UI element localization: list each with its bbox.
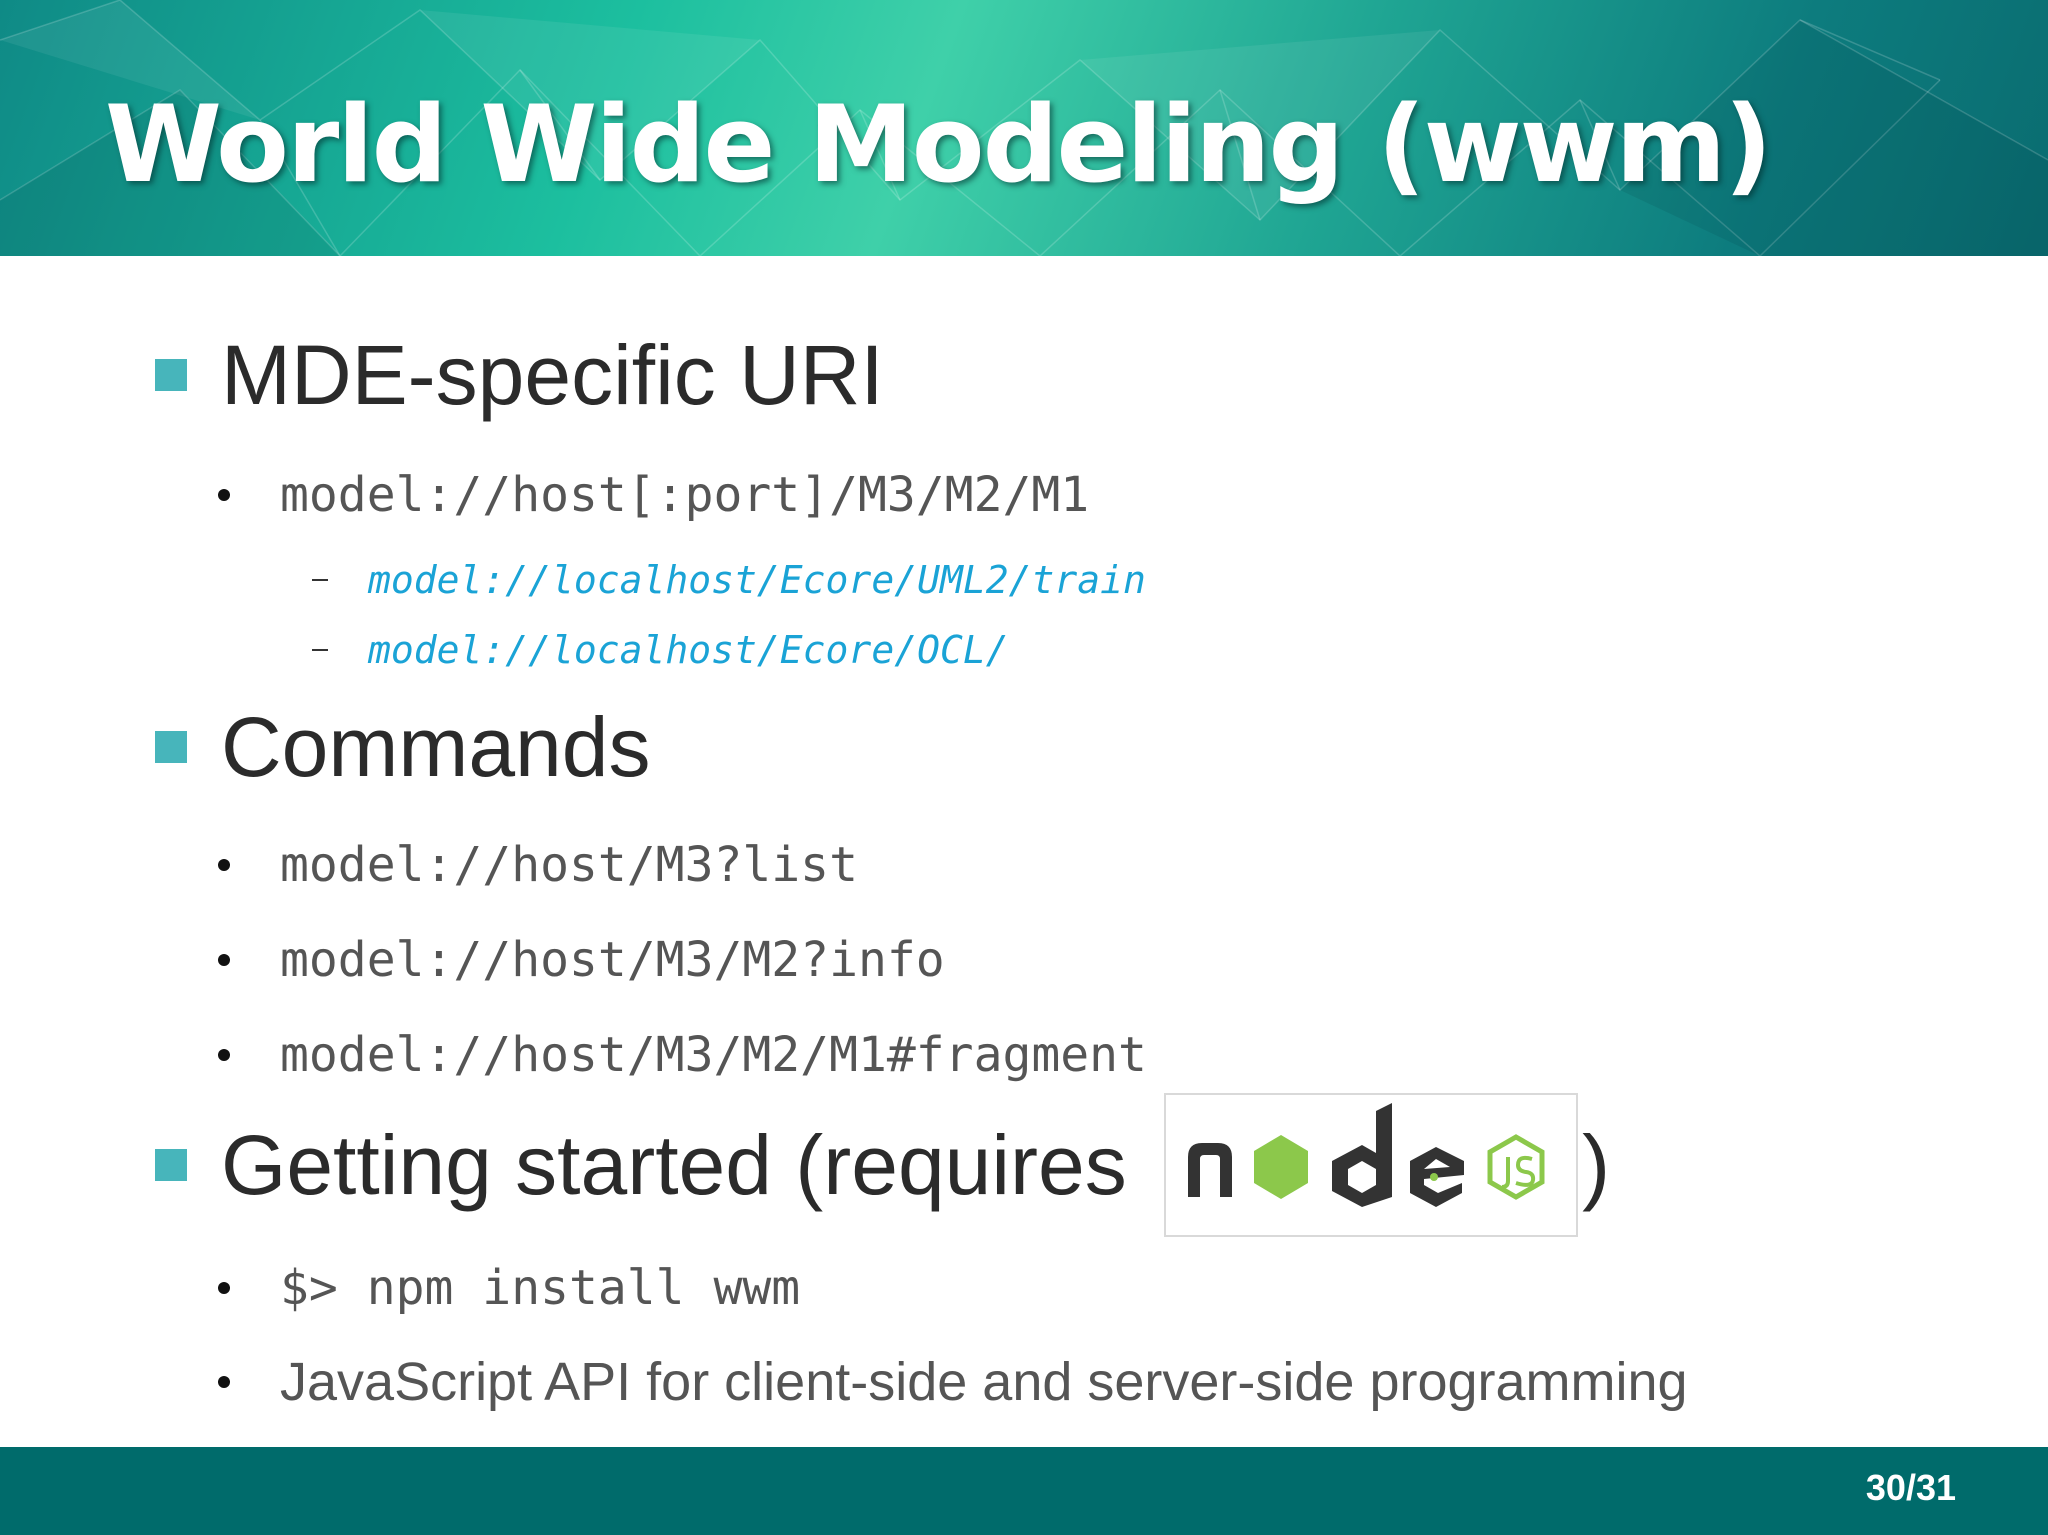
square-bullet-icon: [155, 1149, 187, 1181]
heading-text: Commands: [221, 699, 651, 794]
list-item: JavaScript API for client-side and serve…: [218, 1350, 1688, 1414]
heading-text: Getting started (requires: [221, 1117, 1151, 1212]
list-subitem: model://localhost/Ecore/OCL/: [312, 625, 1009, 675]
header-background-pattern: [0, 0, 2048, 256]
command-text: model://host/M3/M2?info: [280, 932, 945, 988]
uri-pattern: model://host[:port]/M3/M2/M1: [280, 467, 1090, 523]
bullet-icon: [218, 489, 230, 501]
slide-header: World Wide Modeling (wwm): [0, 0, 2048, 256]
command-text: model://host/M3/M2/M1#fragment: [280, 1027, 1147, 1083]
list-item: model://host[:port]/M3/M2/M1: [218, 465, 1089, 525]
section-heading-commands: Commands: [155, 697, 650, 797]
dash-icon: [312, 579, 328, 581]
command-text: model://host/M3?list: [280, 837, 858, 893]
bullet-icon: [218, 954, 230, 966]
list-item: model://host/M3?list: [218, 835, 858, 895]
section-heading-getting-started: Getting started (requires ): [155, 1090, 1610, 1240]
list-subitem: model://localhost/Ecore/UML2/train: [312, 555, 1146, 605]
list-item: $> npm install wwm: [218, 1258, 800, 1318]
bullet-icon: [218, 1376, 230, 1388]
bullet-icon: [218, 1282, 230, 1294]
bullet-icon: [218, 859, 230, 871]
install-command: $> npm install wwm: [280, 1260, 801, 1316]
slide-title: World Wide Modeling (wwm): [105, 83, 1772, 206]
example-uri-link[interactable]: model://localhost/Ecore/UML2/train: [368, 558, 1146, 602]
section-heading-uri: MDE-specific URI: [155, 325, 884, 425]
heading-text: MDE-specific URI: [221, 327, 884, 422]
page-number: 30/31: [1865, 1467, 1956, 1508]
list-item: model://host/M3/M2?info: [218, 930, 945, 990]
square-bullet-icon: [155, 359, 187, 391]
bullet-icon: [218, 1049, 230, 1061]
nodejs-logo-icon: [1164, 1093, 1579, 1237]
slide-footer: 30/31: [0, 1447, 2048, 1535]
api-description: JavaScript API for client-side and serve…: [280, 1352, 1688, 1412]
dash-icon: [312, 649, 328, 651]
example-uri-link[interactable]: model://localhost/Ecore/OCL/: [368, 628, 1009, 672]
square-bullet-icon: [155, 731, 187, 763]
list-item: model://host/M3/M2/M1#fragment: [218, 1025, 1147, 1085]
heading-suffix: ): [1582, 1117, 1611, 1212]
